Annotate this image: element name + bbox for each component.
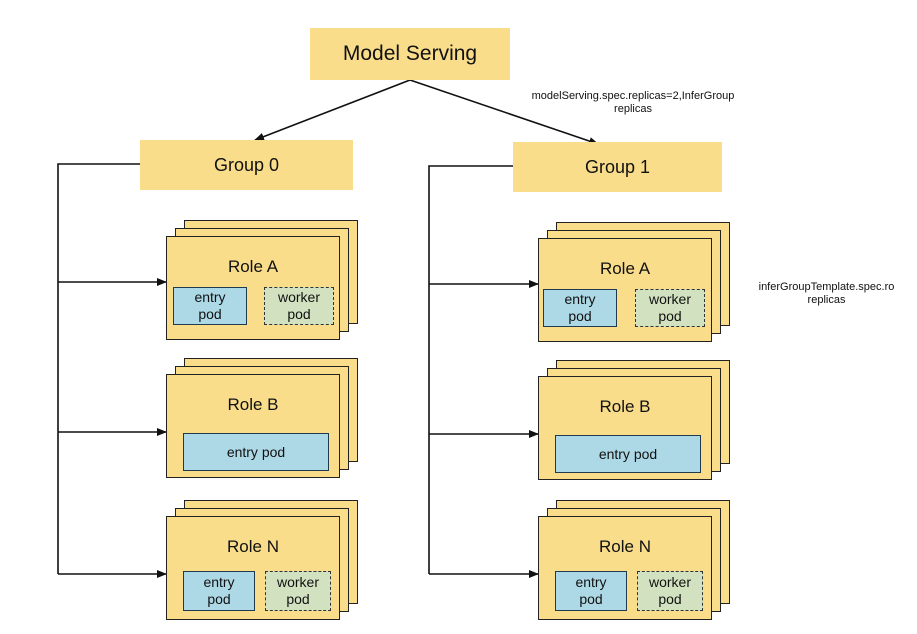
model-serving-box: Model Serving <box>310 28 510 80</box>
entry-pod: entry pod <box>543 289 617 327</box>
entry-pod: entry pod <box>555 571 627 611</box>
group-0-role-a-card: Role A entry pod worker pod <box>166 236 340 340</box>
entry-pod: entry pod <box>173 287 247 325</box>
group-1-role-b-card: Role B entry pod <box>538 376 712 480</box>
model-serving-replicas-note: modelServing.spec.replicas=2,InferGroup … <box>531 90 735 115</box>
role-n-title: Role N <box>599 537 651 556</box>
worker-pod: worker pod <box>265 571 331 611</box>
group-1-role-a-card: Role A entry pod worker pod <box>538 238 712 342</box>
role-b-title: Role B <box>599 397 651 416</box>
worker-pod: worker pod <box>635 289 705 327</box>
group-0-role-b-card: Role B entry pod <box>166 374 340 478</box>
role-a-title: Role A <box>599 259 651 278</box>
arrow-root-to-group-1 <box>409 79 599 145</box>
group-0-bracket <box>57 163 140 574</box>
group-0-role-n-card: Role N entry pod worker pod <box>166 516 340 620</box>
worker-pod: worker pod <box>637 571 703 611</box>
arrow-root-to-group-0 <box>254 79 411 141</box>
role-n-title: Role N <box>227 537 279 556</box>
role-a-title: Role A <box>227 257 279 276</box>
entry-pod: entry pod <box>183 433 329 471</box>
group-1-bracket <box>428 165 513 574</box>
entry-pod: entry pod <box>555 435 701 473</box>
group-0-box: Group 0 <box>140 140 353 190</box>
infer-group-template-replicas-note: inferGroupTemplate.spec.ro replicas <box>758 281 895 306</box>
entry-pod: entry pod <box>183 571 255 611</box>
model-serving-label: Model Serving <box>342 42 478 65</box>
group-1-label: Group 1 <box>584 156 651 177</box>
group-1-role-n-card: Role N entry pod worker pod <box>538 516 712 620</box>
group-0-label: Group 0 <box>213 154 280 175</box>
role-b-title: Role B <box>227 395 279 414</box>
worker-pod: worker pod <box>264 287 334 325</box>
group-1-box: Group 1 <box>513 142 722 192</box>
